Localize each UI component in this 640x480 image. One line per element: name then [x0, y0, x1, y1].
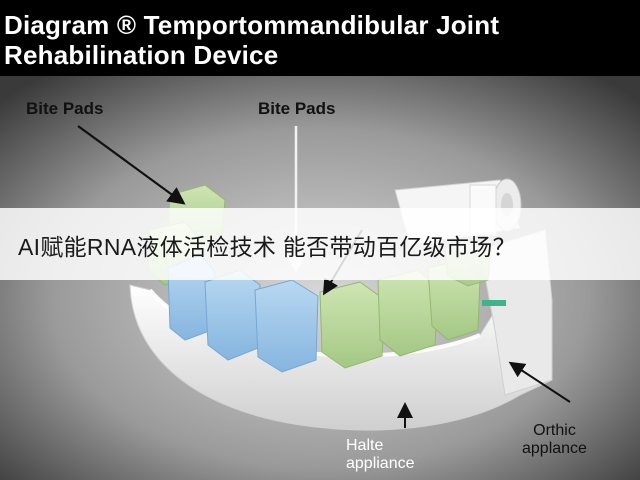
title-bar — [0, 0, 640, 76]
title-line-1: Diagram ® Temportommandibular Joint — [4, 10, 500, 40]
title-line-2: Rehabilination Device — [4, 40, 279, 70]
green-teeth-row-right — [319, 239, 491, 369]
label-orthic-line2: applance — [522, 440, 587, 457]
label-halte-appliance: Halte appliance — [346, 437, 415, 473]
label-bite-pads-left: Bite Pads — [26, 99, 104, 118]
label-orthic-appliance: Orthic applance — [522, 422, 587, 458]
label-bite-pads-center: Bite Pads — [258, 99, 336, 118]
label-halte-line2: appliance — [346, 455, 415, 472]
headline-banner — [0, 208, 640, 280]
orthic-arrow — [508, 361, 571, 403]
bite-pads-left-arrow — [77, 125, 186, 205]
label-halte-line1: Halte — [346, 437, 384, 454]
label-orthic-line1: Orthic — [533, 422, 576, 439]
accent-stripe — [482, 300, 506, 306]
headline-text: AI赋能RNA液体活检技术 能否带动百亿级市场？ — [18, 234, 516, 260]
